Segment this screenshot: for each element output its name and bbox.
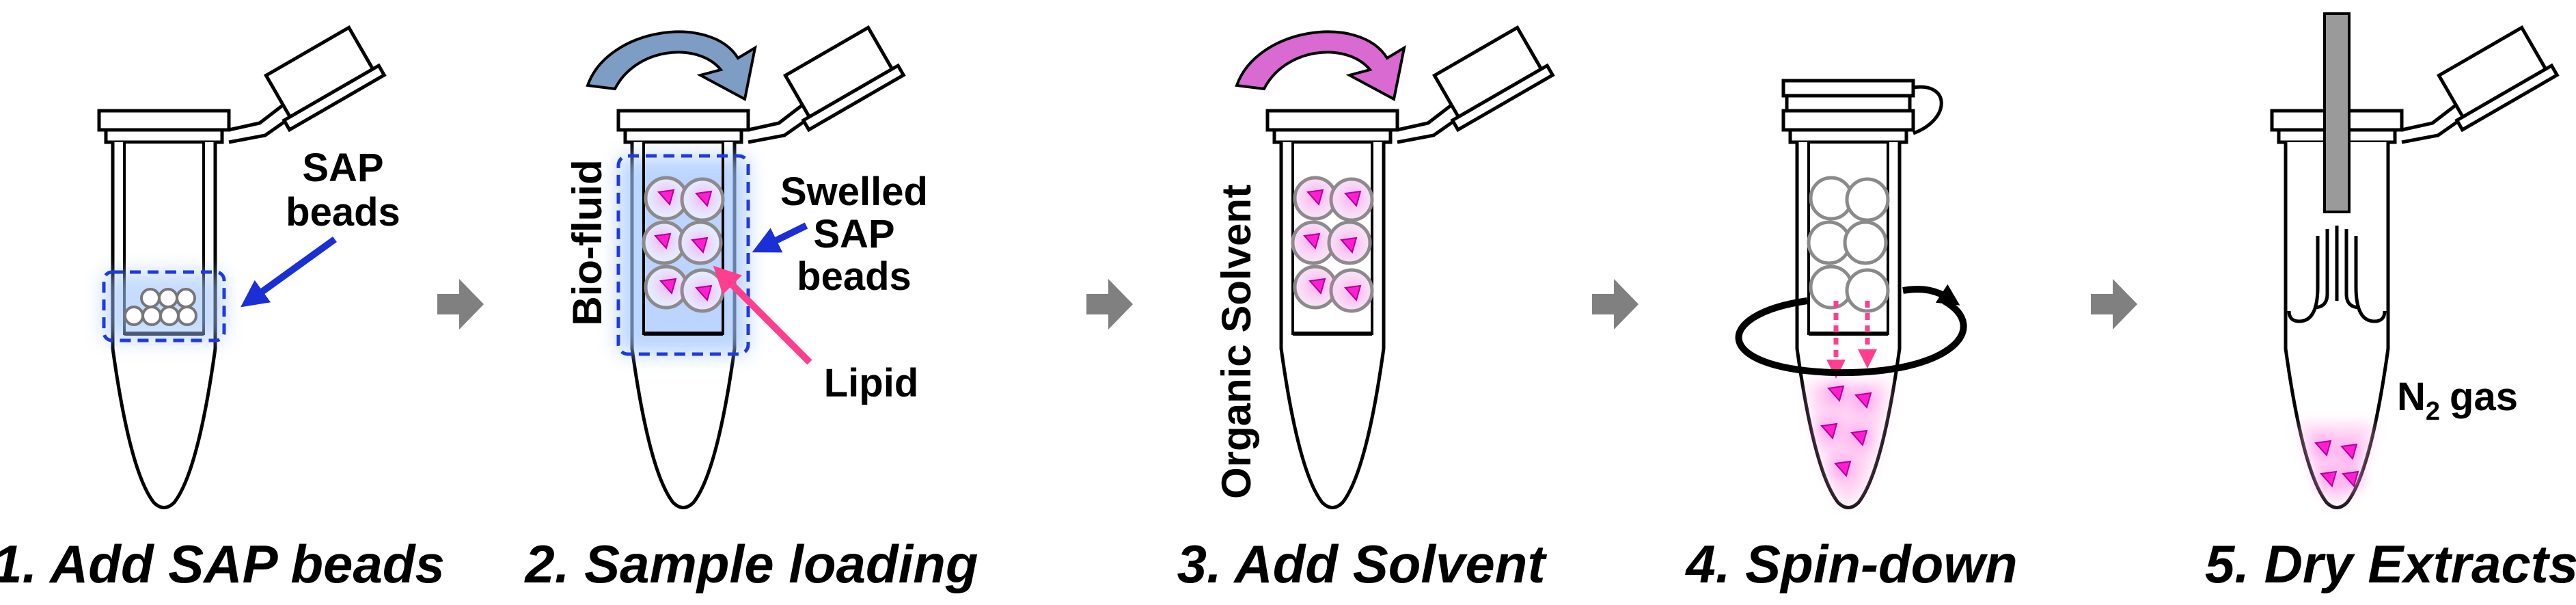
depleted-beads <box>1807 176 1890 313</box>
tube-3: Organic Solvent <box>1214 25 1555 509</box>
tube-2: Bio-fluid Swelled SAP beads Lipid <box>564 25 928 509</box>
step-3-label: 3. Add Solvent <box>1177 534 1548 594</box>
spin-rotation-arrow <box>1735 297 1967 377</box>
biofluid-label: Bio-fluid <box>564 159 610 325</box>
step-1-label: 1. Add SAP beads <box>0 534 445 594</box>
cap-hinge <box>1913 85 1943 135</box>
swelled-label-line1: Swelled <box>780 170 928 214</box>
tube-body <box>2284 142 2390 509</box>
swelled-pointer-arrow <box>752 222 808 253</box>
gas-flow-lines <box>2287 226 2387 323</box>
biofluid-pour-arrow <box>586 30 757 102</box>
lipid-pointer-arrow <box>713 265 812 365</box>
solvent-pour-arrow <box>1235 30 1406 102</box>
sap-beads-highlight-box <box>102 270 226 342</box>
sap-beads-label-line1: SAP <box>302 146 383 190</box>
nitrogen-needle <box>2323 12 2351 213</box>
step-2-label: 2. Sample loading <box>523 534 978 594</box>
organic-solvent-label: Organic Solvent <box>1214 185 1259 499</box>
step-arrow-3 <box>1592 279 1639 330</box>
step-arrow-2 <box>1086 279 1133 330</box>
step-4-label: 4. Spin-down <box>1684 534 2017 594</box>
step-arrow-1 <box>437 279 484 330</box>
swelled-beads-highlight-box <box>616 154 750 356</box>
sap-beads-label-line2: beads <box>286 190 400 234</box>
tube-4 <box>1735 79 1967 509</box>
swelled-label-line3: beads <box>797 254 912 299</box>
step-arrow-4 <box>2091 279 2137 330</box>
lipid-label: Lipid <box>824 361 919 405</box>
open-lid <box>263 25 387 133</box>
sap-beads <box>124 288 197 326</box>
step-5-label: 5. Dry Extracts <box>2205 534 2576 594</box>
sap-beads-pointer-arrow <box>241 236 337 308</box>
swelled-label-line2: SAP <box>813 212 894 256</box>
tube-1: SAP beads <box>97 25 400 509</box>
tube-cap <box>97 109 231 132</box>
